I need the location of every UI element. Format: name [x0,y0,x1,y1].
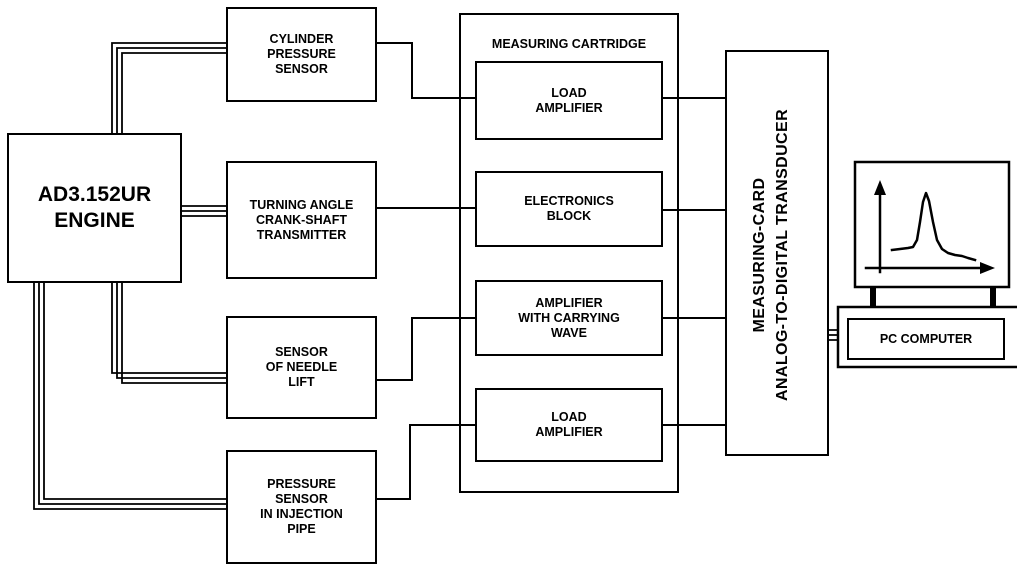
measuring-cartridge-title: MEASURING CARTRIDGE [491,37,647,51]
load-amplifier-2-block: LOAD AMPLIFIER [475,388,663,462]
needle-lift-sensor-label: SENSOR OF NEEDLE LIFT [265,345,338,389]
engine-block: AD3.152UR ENGINE [7,133,182,283]
crank-shaft-transmitter-block: TURNING ANGLE CRANK-SHAFT TRANSMITTER [226,161,377,279]
engine-to-injection-wire [43,281,227,500]
measuring-card-label: MEASURING-CARD ANALOG-TO-DIGITAL TRANSDU… [751,108,791,402]
engine-to-needle-wire [121,281,227,384]
monitor-chart-icon [864,180,995,274]
electronics-block-label: ELECTRONICS BLOCK [524,194,614,223]
load-amplifier-2-label: LOAD AMPLIFIER [535,410,603,439]
crank-shaft-transmitter-label: TURNING ANGLE CRANK-SHAFT TRANSMITTER [249,197,354,242]
injection-pipe-sensor-block: PRESSURE SENSOR IN INJECTION PIPE [226,450,377,564]
engine-to-cylinder-wire [121,52,227,134]
injection-to-amplifier-wire [376,424,476,500]
engine-to-injection-wire [33,281,227,510]
measuring-card-block [725,50,829,456]
cylinder-to-amplifier-wire [376,42,476,99]
needle-lift-sensor-block: SENSOR OF NEEDLE LIFT [226,316,377,419]
cylinder-pressure-sensor-label: CYLINDER PRESSURE SENSOR [267,32,336,76]
chart-axis-x-arrow [980,262,995,274]
carrier-wave-amplifier-block: AMPLIFIER WITH CARRYING WAVE [475,280,663,356]
injection-pipe-sensor-label: PRESSURE SENSOR IN INJECTION PIPE [260,477,343,536]
engine-to-needle-wire [111,281,227,374]
measuring-cartridge: MEASURING CARTRIDGE [459,13,679,493]
engine-to-cylinder-wire [111,42,227,134]
carrier-wave-amplifier-label: AMPLIFIER WITH CARRYING WAVE [518,295,620,340]
load-amplifier-1-label: LOAD AMPLIFIER [535,85,603,115]
engine-to-cylinder-wire [116,47,227,134]
cylinder-pressure-sensor-block: CYLINDER PRESSURE SENSOR [226,7,377,102]
pc-monitor-stand-left [870,287,876,307]
pc-monitor-stand-right [990,287,996,307]
pc-computer-label: PC COMPUTER [879,332,973,346]
engine-to-injection-wire [38,281,227,505]
chart-axis-y-arrow [874,180,886,195]
engine-label: AD3.152UR ENGINE [37,183,152,232]
needle-to-carrier-wire [376,317,476,381]
load-amplifier-1-block: LOAD AMPLIFIER [475,61,663,140]
pc-case-inner [847,318,1005,360]
engine-to-needle-wire [116,281,227,379]
pressure-curve [890,191,977,262]
electronics-block: ELECTRONICS BLOCK [475,171,663,247]
